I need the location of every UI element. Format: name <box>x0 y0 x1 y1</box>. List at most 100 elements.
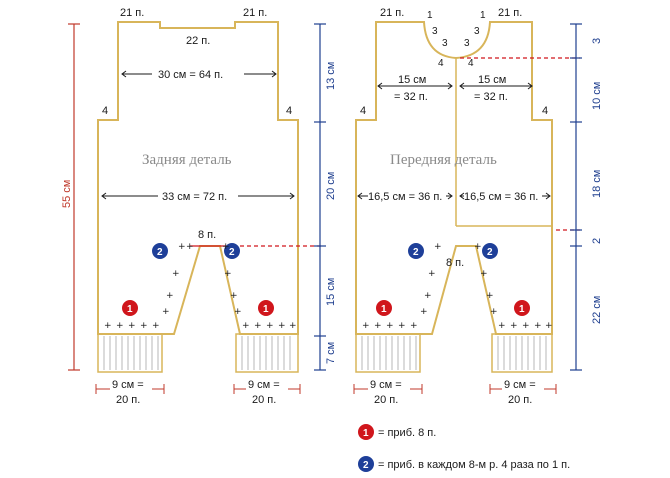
front-leg-left-label-2: 20 п. <box>374 394 398 406</box>
svg-text:+: + <box>289 321 297 331</box>
marker-two-num: 2 <box>363 460 369 471</box>
front-marker-two-left: 2 <box>408 243 424 259</box>
back-title: Задняя деталь <box>142 152 232 168</box>
front-dim-10: 10 см <box>591 82 603 110</box>
legend: 1 = приб. 8 п. 2 = приб. в каждом 8-м р.… <box>358 424 570 472</box>
neck-number: 3 <box>442 38 448 49</box>
legend-item-2: = приб. в каждом 8-м р. 4 раза по 1 п. <box>378 459 570 471</box>
back-leg-left-label-1: 9 см = <box>112 379 144 391</box>
back-waist-width-label: 33 см = 72 п. <box>162 191 227 203</box>
svg-text:+: + <box>152 321 160 331</box>
front-leg-right-label-1: 9 см = <box>504 379 536 391</box>
back-dim-7: 7 см <box>325 342 337 364</box>
front-left-rib <box>355 333 421 373</box>
back-marker-one-left: 1 <box>122 300 138 316</box>
front-height-dimensions <box>570 23 582 371</box>
svg-text:+: + <box>116 321 124 331</box>
back-left-rib <box>97 333 163 373</box>
total-height-label: 55 см <box>61 180 73 208</box>
marker-two-num: 2 <box>413 247 419 258</box>
back-side-left-label: 4 <box>102 105 108 117</box>
legend-item-1: = приб. 8 п. <box>378 427 436 439</box>
svg-text:+: + <box>230 291 238 301</box>
front-top-left-label: 21 п. <box>380 7 404 19</box>
marker-two-num: 2 <box>229 247 235 258</box>
svg-text:+: + <box>178 242 186 252</box>
front-piece-outline <box>355 21 553 335</box>
svg-text:+: + <box>166 291 174 301</box>
svg-text:+: + <box>420 307 428 317</box>
svg-text:+: + <box>234 307 242 317</box>
front-leg-dims <box>353 384 557 394</box>
front-marker-two-right: 2 <box>482 243 498 259</box>
svg-text:+: + <box>172 269 180 279</box>
back-leg-left-label-2: 20 п. <box>116 394 140 406</box>
front-increase-marks: ++ ++ ++ ++ ++ ++ + ++ ++ + <box>362 242 553 331</box>
front-waist-right-label: 16,5 см = 36 п. <box>464 191 538 203</box>
front-leg-left-label-1: 9 см = <box>370 379 402 391</box>
front-leg-right-label-2: 20 п. <box>508 394 532 406</box>
back-side-right-label: 4 <box>286 105 292 117</box>
marker-two-num: 2 <box>487 247 493 258</box>
legend-marker-one: 1 <box>358 424 374 440</box>
back-increase-marks: ++ + ++ ++ ++ ++ ++ + ++ ++ + <box>104 242 297 331</box>
svg-text:+: + <box>128 321 136 331</box>
neck-number: 3 <box>432 26 438 37</box>
back-marker-one-right: 1 <box>258 300 274 316</box>
front-chest-left-label-1: 15 см <box>398 74 426 86</box>
back-right-rib <box>235 333 299 373</box>
front-dim-3: 3 <box>591 38 603 44</box>
svg-text:+: + <box>242 321 250 331</box>
neck-side-left: 4 <box>438 58 444 69</box>
front-top-right-label: 21 п. <box>498 7 522 19</box>
svg-text:+: + <box>224 269 232 279</box>
svg-text:+: + <box>140 321 148 331</box>
marker-one-num: 1 <box>381 304 387 315</box>
svg-text:+: + <box>510 321 518 331</box>
front-chest-dimension <box>377 82 533 90</box>
svg-text:+: + <box>410 321 418 331</box>
svg-text:+: + <box>398 321 406 331</box>
svg-text:+: + <box>522 321 530 331</box>
back-crotch-label: 8 п. <box>198 229 216 241</box>
back-dim-20: 20 см <box>325 172 337 200</box>
front-waist-dimension <box>357 192 551 200</box>
back-waist-dimension <box>101 192 295 200</box>
front-chest-right-label-2: = 32 п. <box>474 91 508 103</box>
svg-text:+: + <box>254 321 262 331</box>
back-marker-two-left: 2 <box>152 243 168 259</box>
marker-one-num: 1 <box>263 304 269 315</box>
back-chest-dimension <box>121 70 277 78</box>
back-height-dimensions <box>314 23 326 371</box>
back-top-left-label: 21 п. <box>120 7 144 19</box>
marker-one-num: 1 <box>363 428 369 439</box>
front-dim-22: 22 см <box>591 296 603 324</box>
svg-text:+: + <box>474 242 482 252</box>
front-marker-one-right: 1 <box>514 300 530 316</box>
front-piece: 21 п. 21 п. 1 3 3 3 3 1 4 4 15 см = 32 п… <box>353 7 580 406</box>
svg-text:+: + <box>104 321 112 331</box>
front-dim-2: 2 <box>591 238 603 244</box>
front-chest-left-label-2: = 32 п. <box>394 91 428 103</box>
front-marker-one-left: 1 <box>376 300 392 316</box>
svg-text:+: + <box>490 307 498 317</box>
neck-number: 1 <box>480 10 486 21</box>
front-waist-left-label: 16,5 см = 36 п. <box>368 191 442 203</box>
back-top-right-label: 21 п. <box>243 7 267 19</box>
back-marker-two-right: 2 <box>224 243 240 259</box>
back-neck-label: 22 п. <box>186 35 210 47</box>
svg-text:+: + <box>428 269 436 279</box>
svg-text:+: + <box>534 321 542 331</box>
front-side-right-label: 4 <box>542 105 548 117</box>
neck-number: 3 <box>464 38 470 49</box>
marker-one-num: 1 <box>519 304 525 315</box>
svg-text:+: + <box>386 321 394 331</box>
front-crotch-label: 8 п. <box>446 257 464 269</box>
back-chest-width-label: 30 см = 64 п. <box>158 69 223 81</box>
back-dim-13: 13 см <box>325 62 337 90</box>
svg-text:+: + <box>266 321 274 331</box>
svg-text:+: + <box>486 291 494 301</box>
svg-text:+: + <box>222 242 230 252</box>
svg-text:+: + <box>434 242 442 252</box>
